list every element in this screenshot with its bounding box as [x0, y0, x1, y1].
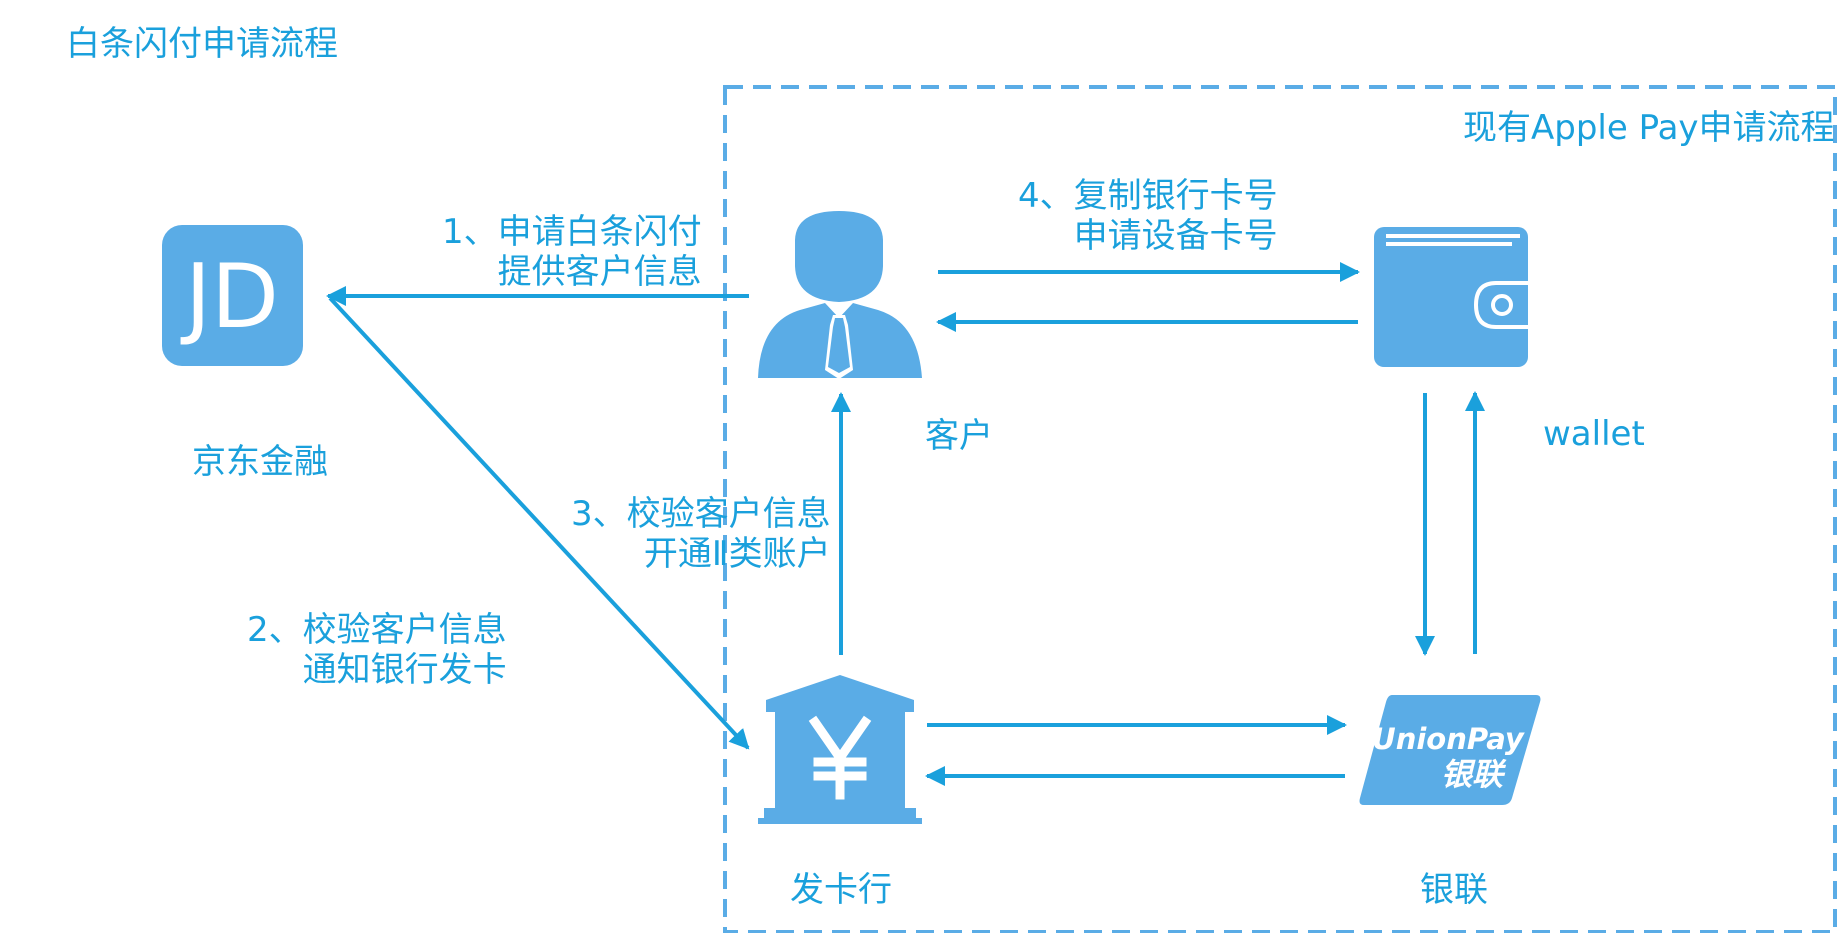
step4-line1: 4、复制银行卡号	[1018, 176, 1278, 216]
step2-line2: 通知银行发卡	[302, 650, 507, 690]
step2-line1: 2、校验客户信息	[247, 610, 507, 650]
jd-label: 京东金融	[192, 442, 328, 482]
step3-line1: 3、校验客户信息	[571, 494, 831, 534]
step3-label: 3、校验客户信息 开通Ⅱ类账户	[571, 494, 831, 574]
apple-pay-region-box	[723, 85, 1837, 933]
issuer-label: 发卡行	[790, 870, 892, 910]
wallet-icon	[1374, 227, 1528, 367]
person-icon	[758, 211, 922, 379]
unionpay-logo-text: UnionPay	[1372, 722, 1525, 756]
step4-line2: 申请设备卡号	[1073, 216, 1278, 256]
jd-logo-icon: JD	[162, 225, 303, 366]
wallet-label: wallet	[1543, 414, 1645, 454]
bank-yuan-icon	[758, 675, 922, 824]
diagram-title: 白条闪付申请流程	[66, 24, 338, 64]
step2-label: 2、校验客户信息 通知银行发卡	[247, 610, 507, 690]
arrow-jd-to-issuer	[328, 296, 750, 750]
region-label: 现有Apple Pay申请流程	[1463, 108, 1835, 148]
step1-line2: 提供客户信息	[497, 252, 702, 292]
jd-logo-text: JD	[180, 245, 279, 348]
customer-label: 客户	[925, 416, 993, 456]
unionpay-logo-cn-text: 银联	[1441, 757, 1507, 793]
step1-label: 1、申请白条闪付 提供客户信息	[442, 212, 702, 292]
step1-line1: 1、申请白条闪付	[442, 212, 702, 252]
unionpay-label: 银联	[1420, 870, 1488, 910]
step4-label: 4、复制银行卡号 申请设备卡号	[1018, 176, 1278, 256]
step3-line2: 开通Ⅱ类账户	[643, 534, 831, 574]
unionpay-icon: UnionPay 银联	[1359, 695, 1541, 805]
